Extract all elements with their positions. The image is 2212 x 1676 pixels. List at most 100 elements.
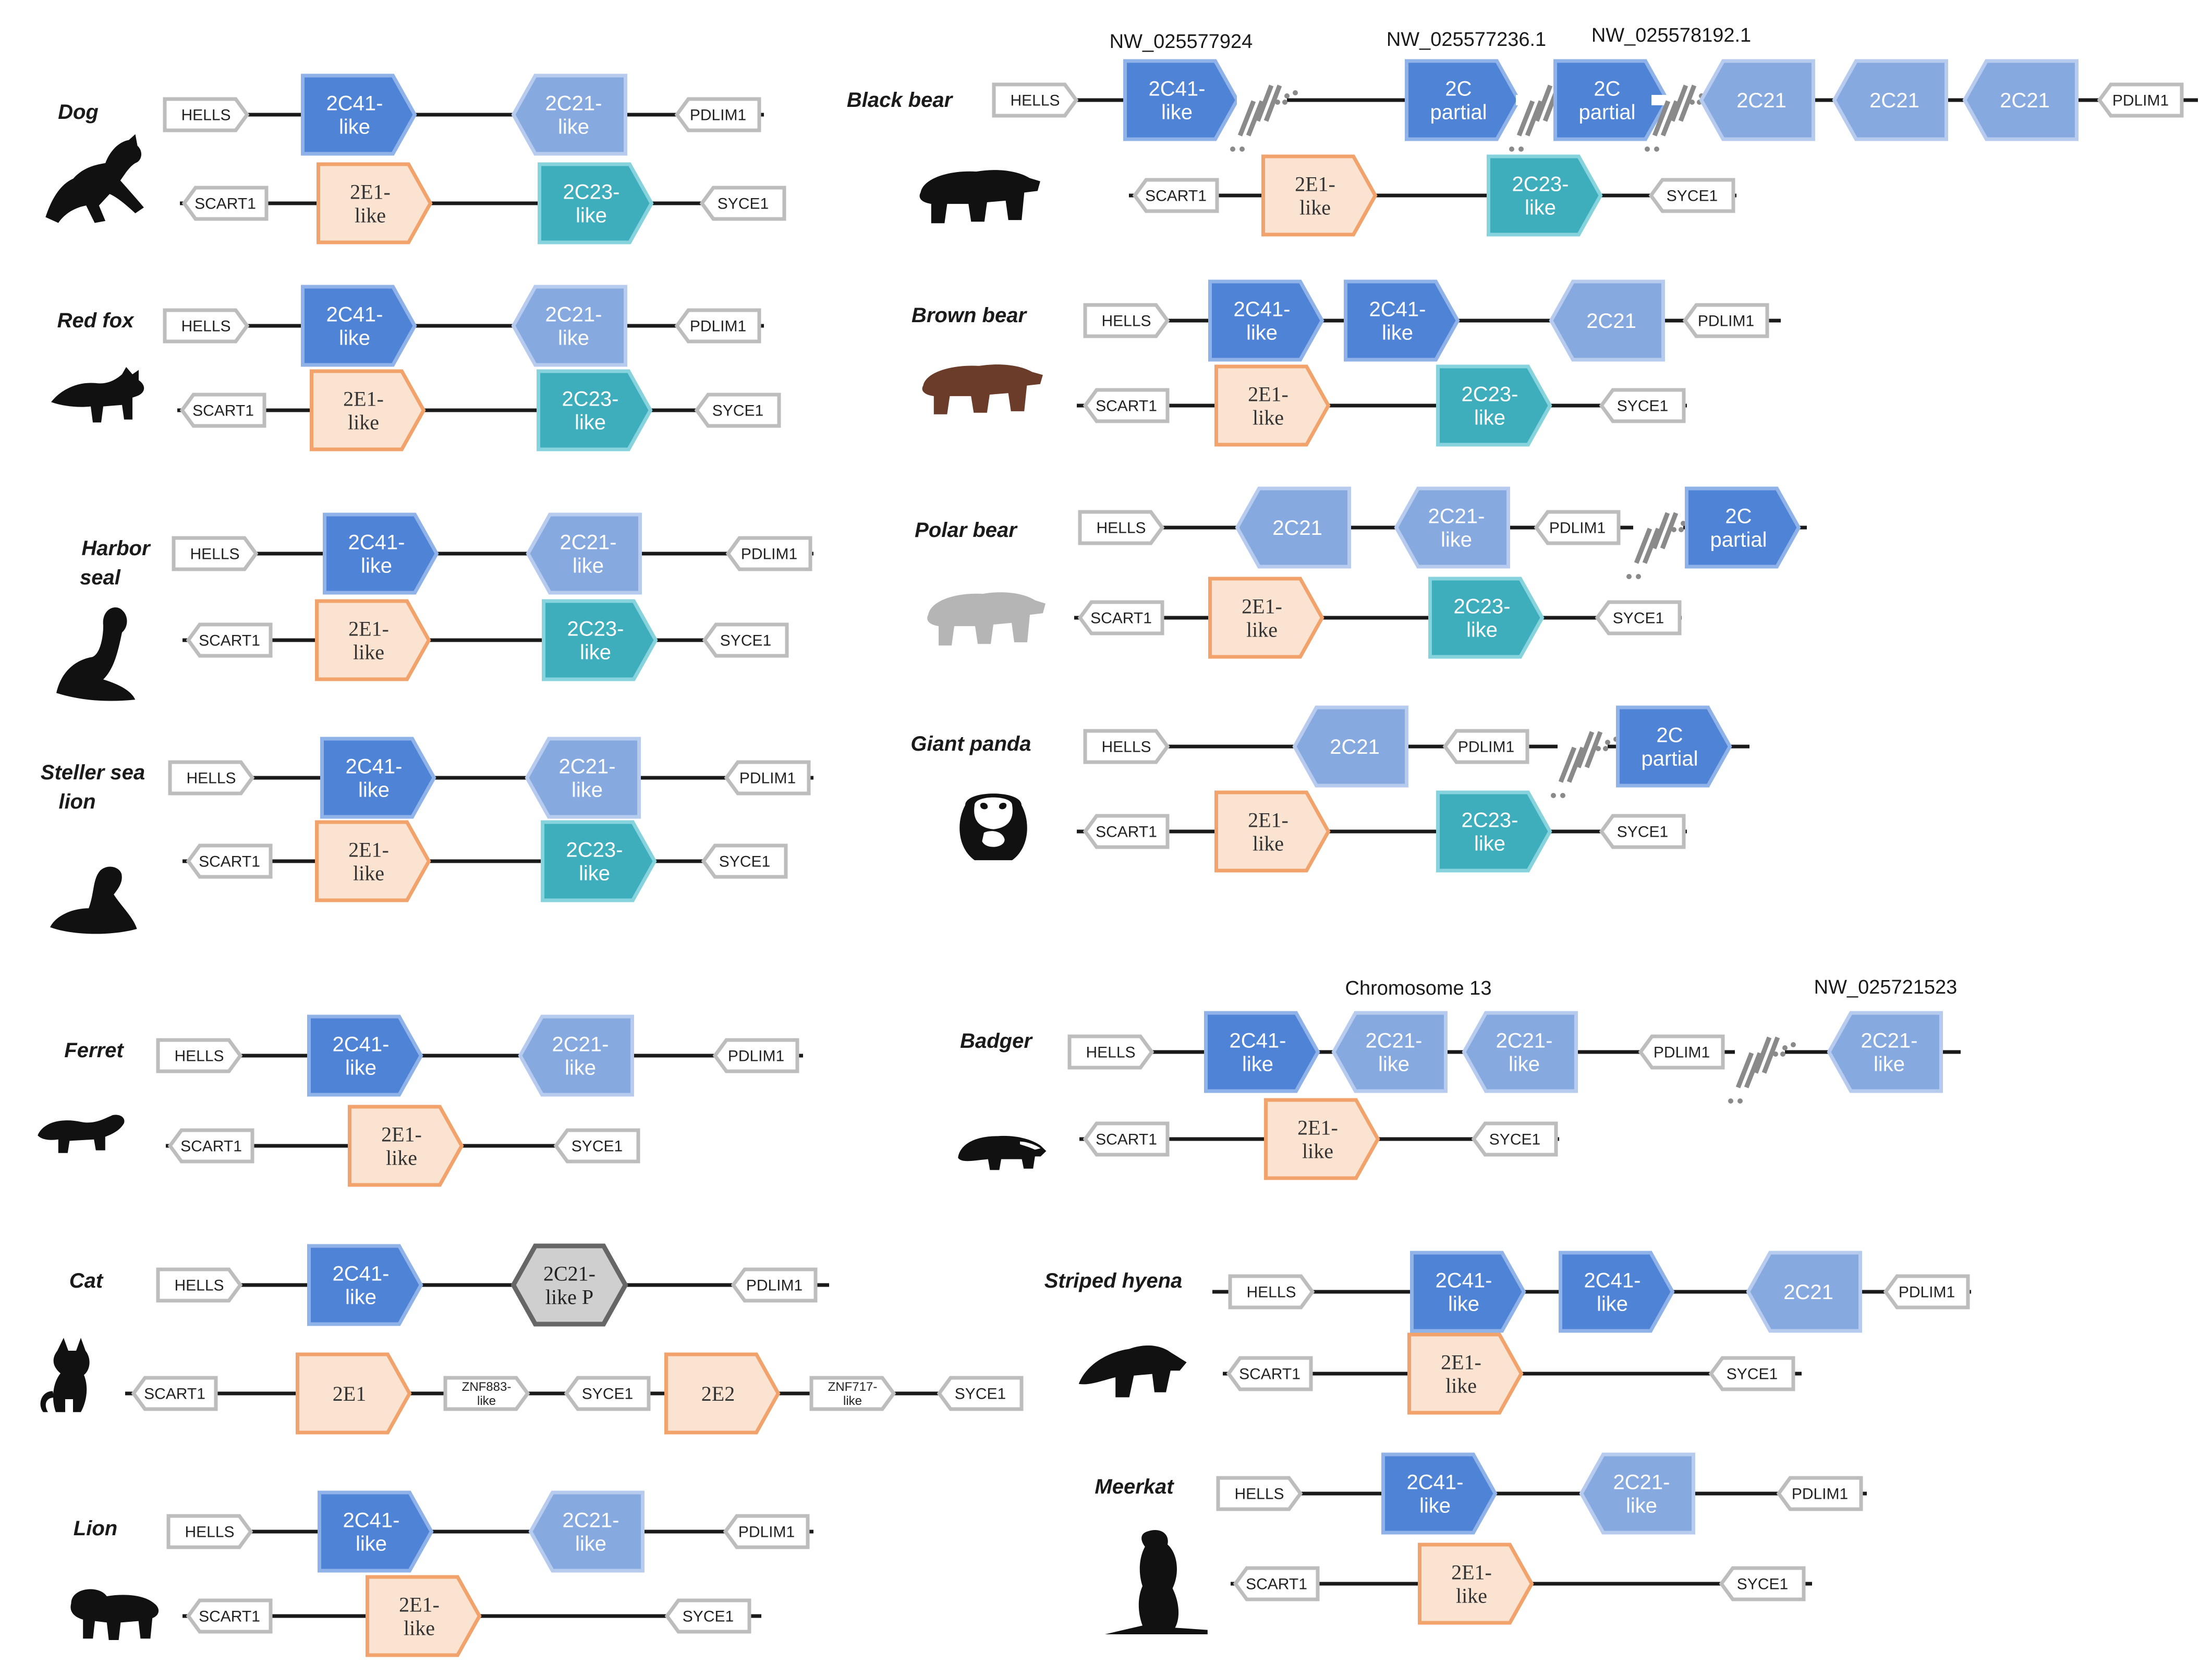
gene-label: partial — [1579, 101, 1636, 124]
flanking-gene-box — [163, 308, 250, 344]
gene-label: like — [565, 1056, 596, 1079]
sequence-break-mark — [1626, 512, 1694, 579]
flanking-gene-box — [172, 536, 259, 571]
gene-track: HELLS2C41-like2C21-like2C21-likePDLIM12C… — [1067, 1011, 1961, 1104]
gene-arrow — [1208, 577, 1324, 659]
gene-2e1-like: 2E1-like — [1264, 1098, 1380, 1180]
gene-scart1: SCART1 — [186, 1598, 273, 1634]
gene-label: 2E1- — [1441, 1351, 1481, 1374]
gene-label: like — [1246, 618, 1278, 641]
gene-label: 2C41- — [343, 1509, 400, 1532]
gene-label: PDLIM1 — [746, 1277, 803, 1294]
gene-2e1-like: 2E1-like — [1214, 364, 1331, 447]
flanking-gene-box — [186, 622, 273, 658]
gene-hells: HELLS — [1078, 510, 1165, 545]
gene-label: like — [356, 1532, 387, 1555]
gene-arrow — [1746, 1251, 1862, 1333]
gene-label: SYCE1 — [1617, 398, 1668, 415]
species-name: Meerkat — [1095, 1475, 1174, 1498]
gene-label: 2C21 — [1330, 736, 1380, 759]
gene-label: 2E1- — [399, 1593, 440, 1617]
gene-hells: HELLS — [168, 760, 255, 796]
gene-arrow — [1208, 279, 1324, 362]
gene-label: like — [1474, 832, 1505, 855]
gene-syce1: SYCE1 — [1599, 388, 1686, 423]
flanking-gene-box — [181, 186, 269, 221]
gene-scart1: SCART1 — [179, 393, 266, 428]
gene-2e1-like: 2E1-like — [366, 1575, 482, 1657]
gene-label: 2E1- — [1248, 809, 1289, 832]
gene-pdlim1: PDLIM1 — [725, 536, 812, 571]
flanking-gene-box — [163, 97, 250, 132]
gene-arrow — [1410, 1251, 1526, 1333]
gene-label: like — [339, 115, 370, 138]
gene-syce1: SYCE1 — [564, 1376, 651, 1411]
gene-label: PDLIM1 — [690, 318, 746, 335]
gene-syce1: SYCE1 — [702, 622, 789, 658]
flanking-gene-box — [1077, 600, 1164, 635]
gene-label: 2C21- — [1613, 1471, 1670, 1494]
flanking-gene-box — [1083, 814, 1170, 849]
gene-syce1: SYCE1 — [699, 186, 786, 221]
gene-scart1: SCART1 — [1226, 1356, 1313, 1391]
gene-label: like — [477, 1394, 496, 1408]
gene-label: like — [580, 641, 611, 664]
gene-arrow — [1407, 1332, 1524, 1415]
flanking-gene-box — [166, 1514, 253, 1549]
gene-label: like — [1302, 1139, 1333, 1163]
flanking-gene-box — [1083, 303, 1170, 338]
gene-2c21: 2C21 — [1235, 486, 1351, 569]
gene-label: 2C23- — [563, 181, 620, 204]
flanking-gene-box — [702, 622, 789, 658]
gene-pdlim1: PDLIM1 — [1776, 1476, 1863, 1511]
gene-label: 2C41- — [348, 531, 405, 554]
gene-label: 2C41- — [1234, 298, 1291, 321]
gene-label: like — [386, 1146, 417, 1169]
gene-arrow — [1405, 59, 1521, 141]
gene-syce1: SYCE1 — [664, 1598, 751, 1634]
gene-arrow — [1292, 705, 1408, 788]
flanking-gene-box — [992, 82, 1079, 118]
gene-2c21-like: 2C21-like — [528, 1490, 645, 1573]
gene-2c23-like: 2C23-like — [1428, 577, 1545, 659]
gene-label: PDLIM1 — [738, 1524, 795, 1541]
gene-label: HELLS — [1101, 313, 1151, 330]
gene-2c41-like: 2C41-like — [1204, 1011, 1320, 1093]
gene-pdlim1: PDLIM1 — [674, 97, 761, 132]
flanking-gene-box — [1708, 1356, 1795, 1391]
gene-2c41-like: 2C41-like — [1208, 279, 1324, 362]
gene-label: 2E2 — [701, 1382, 735, 1405]
gene-label: partial — [1710, 528, 1767, 551]
gene-label: 2C21- — [1366, 1030, 1423, 1053]
gene-label: like — [1378, 1053, 1409, 1075]
gene-label: 2C23- — [1512, 173, 1569, 196]
gene-2c23-like: 2C23-like — [537, 369, 653, 451]
gene-label: 2E1- — [1297, 1116, 1338, 1140]
gene-label: SYCE1 — [582, 1386, 633, 1403]
gene-label: 2C23- — [562, 388, 619, 411]
gene-arrow — [1616, 705, 1732, 788]
gene-label: PDLIM1 — [1654, 1044, 1710, 1061]
flanking-gene-box — [701, 843, 788, 879]
gene-label: SCART1 — [1145, 188, 1207, 205]
gene-2c21-like: 2C21-like — [1331, 1011, 1448, 1093]
gene-arrow — [1827, 1011, 1943, 1093]
gene-arrow — [1344, 279, 1460, 362]
gene-arrow — [1214, 364, 1331, 447]
gene-scart1: SCART1 — [1083, 1121, 1170, 1157]
